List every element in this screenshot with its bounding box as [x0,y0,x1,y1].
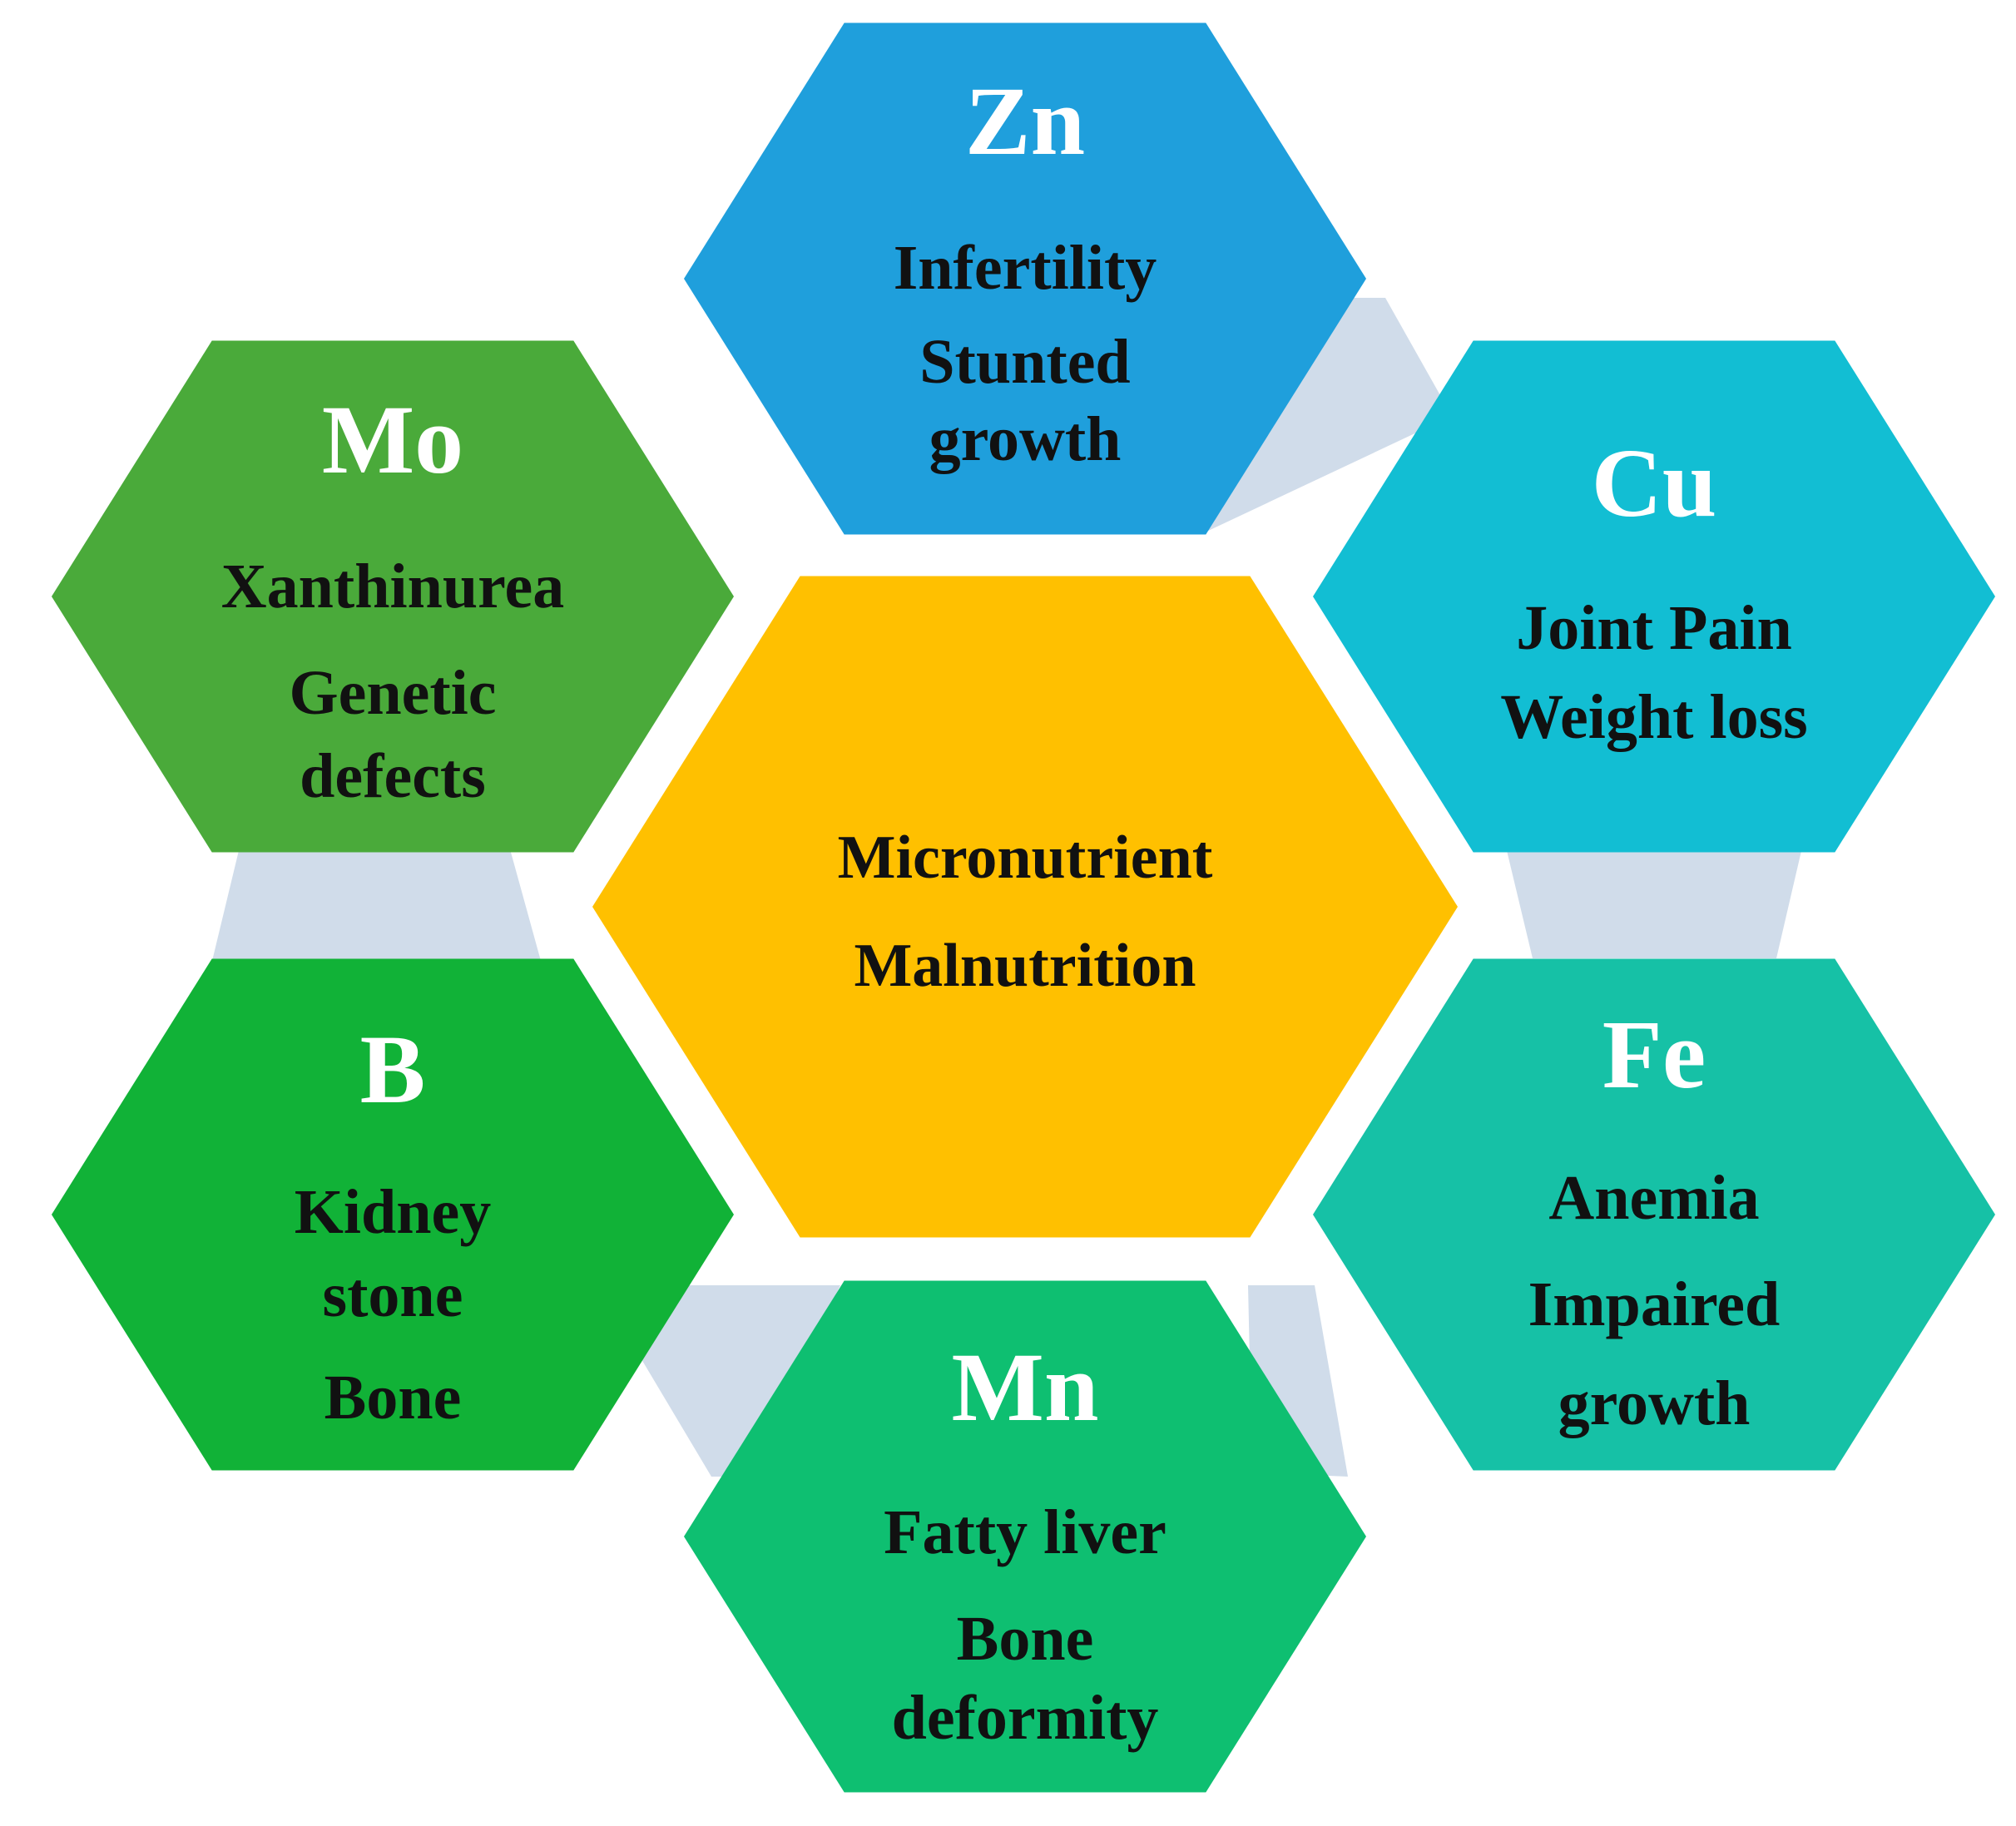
connector-band-1 [1504,840,1804,958]
deficiency-effect-fe: growth [1558,1368,1751,1438]
deficiency-effect-mo: Xanthinurea [221,552,564,621]
hexagon-zn-shape [684,22,1366,535]
element-symbol-mn: Mn [952,1333,1099,1442]
deficiency-effect-cu: Joint Pain [1516,593,1792,663]
deficiency-effect-zn: Stunted [919,327,1130,397]
hexagon-mo-shape [52,340,734,853]
element-symbol-b: B [360,1015,426,1124]
deficiency-effect-b: Kidney [295,1177,492,1247]
deficiency-effect-fe: Anemia [1548,1163,1759,1233]
center-hexagon-shape [592,576,1458,1238]
deficiency-effect-mo: Genetic [289,658,496,728]
connector-band-0 [1205,298,1452,532]
element-symbol-mo: Mo [322,385,463,494]
deficiency-effect-b: stone [323,1260,463,1330]
deficiency-effect-b: Bone [324,1363,462,1433]
element-symbol-zn: Zn [965,67,1085,176]
deficiency-effect-mn: Fatty liver [884,1497,1167,1567]
element-symbol-fe: Fe [1602,1000,1706,1109]
deficiency-effect-fe: Impaired [1528,1269,1781,1339]
element-symbol-cu: Cu [1592,428,1717,537]
hexagon-mn-shape [684,1280,1366,1793]
hexagons: MicronutrientMalnutritionZnInfertilitySt… [52,22,1995,1793]
connector-band-4 [212,840,541,961]
center-label-line: Micronutrient [838,824,1213,892]
deficiency-effect-cu: Weight loss [1500,682,1808,752]
deficiency-effect-mo: defects [300,741,486,811]
hexagon-cu-shape [1313,340,1995,853]
deficiency-effect-zn: Infertility [894,233,1157,303]
hexagon-fe-shape [1313,958,1995,1471]
connectors [212,298,1804,1477]
center-label-line: Malnutrition [854,932,1196,1000]
hexagon-b-shape [52,958,734,1471]
deficiency-effect-mn: Bone [957,1604,1094,1674]
deficiency-effect-mn: deformity [892,1683,1159,1753]
deficiency-effect-zn: growth [929,404,1122,474]
